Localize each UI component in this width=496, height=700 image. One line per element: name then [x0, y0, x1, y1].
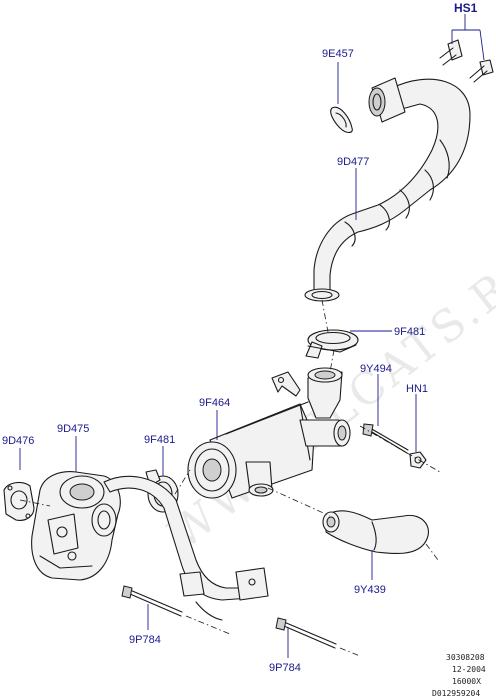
- leader-lines: [19, 14, 485, 658]
- label-9p784-left: 9P784: [129, 634, 161, 646]
- assembly-lines: [19, 299, 441, 657]
- label-9y439: 9Y439: [354, 584, 386, 596]
- bolt-9p784-right: [275, 617, 337, 649]
- label-hs1: HS1: [454, 1, 478, 15]
- egr-cooler-9f464: [187, 367, 351, 499]
- ref-drawing-number: 30308208: [446, 653, 485, 662]
- label-9f464: 9F464: [199, 397, 230, 409]
- label-9f481-mid: 9F481: [144, 434, 175, 446]
- ref-sheet-id: D012959204: [432, 689, 480, 698]
- ref-code: 16000X: [452, 677, 481, 686]
- clamp-9f481-top: [305, 329, 359, 359]
- egr-pipe-9d477: [304, 39, 494, 302]
- nut-hn1: [409, 451, 427, 469]
- label-9d476: 9D476: [2, 435, 34, 447]
- egr-valve-9d475: [31, 471, 121, 581]
- label-hn1: HN1: [406, 383, 428, 395]
- egr-tube: [103, 475, 269, 621]
- label-9p784-right: 9P784: [269, 662, 301, 674]
- gasket-9e457: [330, 106, 353, 134]
- label-9e457: 9E457: [322, 48, 354, 60]
- label-9y494: 9Y494: [360, 363, 392, 375]
- hose-9y439: [322, 510, 430, 555]
- label-9f481-top: 9F481: [394, 326, 425, 338]
- label-9d477: 9D477: [337, 156, 369, 168]
- gasket-9d476: [3, 481, 35, 521]
- bolt-9y494: [362, 423, 409, 454]
- bolt-9p784-left: [121, 585, 183, 617]
- label-9d475: 9D475: [57, 423, 89, 435]
- ref-date: 12-2004: [452, 665, 486, 674]
